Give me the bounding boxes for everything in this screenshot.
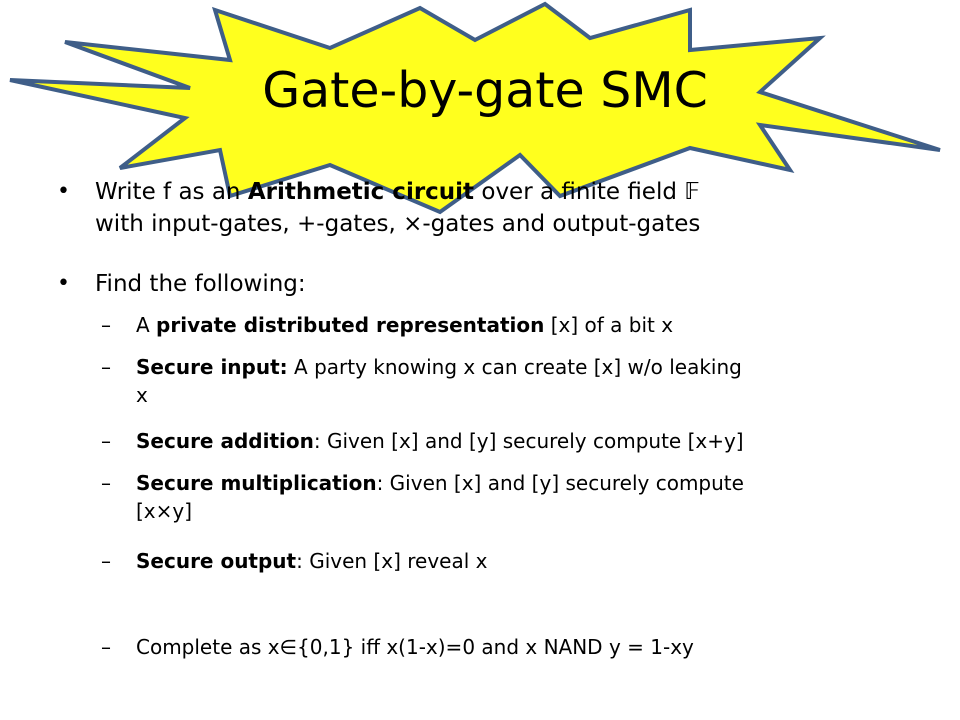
dash-marker: – [101,355,111,379]
bullet-arithmetic-circuit: • Write f as an Arithmetic circuit over … [57,176,905,240]
sub-item-representation: – A private distributed representation [… [101,313,674,337]
dash-marker: – [101,429,111,453]
sub-item-complete: – Complete as x∈{0,1} iff x(1-x)=0 and x… [101,635,694,659]
sub-item-secure-multiplication: – Secure multiplication: Given [x] and [… [101,471,744,523]
dash-marker: – [101,549,111,573]
sub-item-secure-addition: – Secure addition: Given [x] and [y] sec… [101,429,744,453]
sub-item-secure-output: – Secure output: Given [x] reveal x [101,549,488,573]
dash-marker: – [101,313,111,337]
dash-marker: – [101,471,111,495]
bullet-marker: • [57,271,70,296]
bullet-find-following: • Find the following: [57,268,905,300]
slide-title: Gate-by-gate SMC [262,62,708,119]
burst-polygon [9,1,941,215]
dash-marker: – [101,635,111,659]
bullet-marker: • [57,179,70,204]
explosion-burst-shape [9,1,941,215]
sub-item-secure-input: – Secure input: A party knowing x can cr… [101,355,742,407]
